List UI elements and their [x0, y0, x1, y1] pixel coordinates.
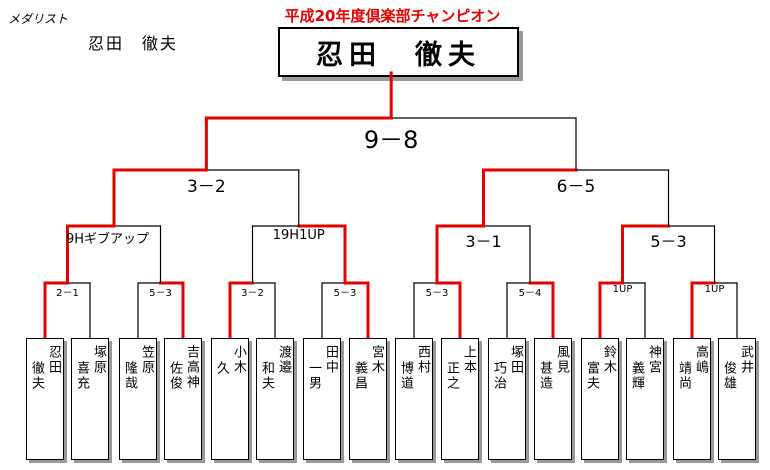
player-name: 西村博道	[397, 339, 431, 459]
player-name: 宮木義昌	[351, 339, 385, 459]
medalist-name: 忍田 徹夫	[88, 34, 179, 53]
player-name: 笠原隆哉	[121, 339, 155, 459]
player-surname: 神宮	[646, 345, 661, 375]
player-box: 上本正之	[441, 338, 479, 460]
player-name: 田中一男	[305, 339, 339, 459]
score-r1-2: 5－3	[149, 288, 172, 299]
player-surname: 宮木	[369, 345, 384, 375]
player-given-name: 俊雄	[721, 361, 736, 391]
player-surname: 西村	[415, 345, 430, 375]
player-given-name: 富夫	[584, 361, 599, 391]
score-r1-1: 2－1	[56, 288, 79, 299]
player-name: 小木久	[213, 339, 247, 459]
champion-box: 忍田 徹夫	[278, 27, 519, 77]
score-semi-2: 6－5	[556, 177, 596, 197]
player-given-name: 靖尚	[676, 361, 691, 391]
player-given-name: 甚造	[537, 361, 552, 391]
player-box: 西村博道	[395, 338, 433, 460]
player-box: 忍田徹夫	[26, 338, 64, 460]
player-box: 鈴木富夫	[581, 338, 619, 460]
score-qf-3: 3－1	[465, 232, 502, 251]
player-surname: 吉高神	[184, 345, 199, 390]
player-given-name: 久	[214, 361, 229, 380]
player-box: 笠原隆哉	[119, 338, 157, 460]
player-surname: 田中	[323, 345, 338, 375]
player-name: 鈴木富夫	[583, 339, 617, 459]
tournament-title: 平成20年度倶楽部チャンピオン	[284, 7, 501, 25]
score-qf-4: 5－3	[650, 232, 687, 251]
player-name: 風見甚造	[536, 339, 570, 459]
player-surname: 高嶋	[693, 345, 708, 375]
score-semi-1: 3－2	[187, 177, 226, 197]
player-surname: 武井	[738, 345, 753, 375]
player-name: 塚田巧治	[490, 339, 524, 459]
score-r1-3: 3－2	[241, 288, 264, 299]
player-box: 吉高神佐俊	[164, 338, 202, 460]
player-surname: 忍田	[46, 345, 61, 375]
player-surname: 鈴木	[601, 345, 616, 375]
player-given-name: 佐俊	[167, 361, 182, 391]
score-r1-7: 1UP	[612, 284, 633, 295]
player-box: 神宮義輝	[626, 338, 664, 460]
score-qf-1: 9Hギブアップ	[66, 232, 150, 247]
player-given-name: 一男	[306, 361, 321, 391]
player-box: 渡邉和夫	[256, 338, 294, 460]
player-given-name: 義昌	[352, 361, 367, 391]
player-given-name: 義輝	[629, 361, 644, 391]
score-r1-5: 5－3	[425, 288, 449, 299]
score-qf-2: 19H1UP	[272, 228, 325, 243]
score-r1-6: 5－4	[518, 288, 542, 299]
medalist-label: メダリスト	[8, 12, 69, 26]
player-box: 塚原喜充	[71, 338, 109, 460]
player-box: 田中一男	[303, 338, 341, 460]
player-name: 吉高神佐俊	[166, 339, 200, 459]
player-surname: 笠原	[139, 345, 154, 375]
player-name: 神宮義輝	[628, 339, 662, 459]
player-name: 塚原喜充	[73, 339, 107, 459]
player-given-name: 徹夫	[29, 361, 44, 391]
player-name: 忍田徹夫	[28, 339, 62, 459]
player-given-name: 和夫	[259, 361, 274, 391]
score-final: 9－8	[363, 126, 419, 154]
player-name: 渡邉和夫	[258, 339, 292, 459]
player-box: 高嶋靖尚	[673, 338, 711, 460]
player-name: 上本正之	[443, 339, 477, 459]
player-given-name: 正之	[444, 361, 459, 391]
player-given-name: 巧治	[491, 361, 506, 391]
player-surname: 渡邉	[276, 345, 291, 375]
player-surname: 小木	[231, 345, 246, 375]
score-r1-8: 1UP	[704, 284, 725, 295]
player-surname: 塚原	[91, 345, 106, 375]
player-surname: 塚田	[508, 345, 523, 375]
player-given-name: 博道	[398, 361, 413, 391]
score-r1-4: 5－3	[333, 288, 357, 299]
player-surname: 上本	[461, 345, 476, 375]
player-box: 風見甚造	[534, 338, 572, 460]
player-box: 武井俊雄	[718, 338, 756, 460]
player-box: 小木久	[211, 338, 249, 460]
player-given-name: 喜充	[74, 361, 89, 391]
player-name: 高嶋靖尚	[675, 339, 709, 459]
player-given-name: 隆哉	[122, 361, 137, 391]
player-surname: 風見	[554, 345, 569, 375]
player-name: 武井俊雄	[720, 339, 754, 459]
player-box: 宮木義昌	[349, 338, 387, 460]
champion-name: 忍田 徹夫	[316, 39, 481, 71]
player-box: 塚田巧治	[488, 338, 526, 460]
